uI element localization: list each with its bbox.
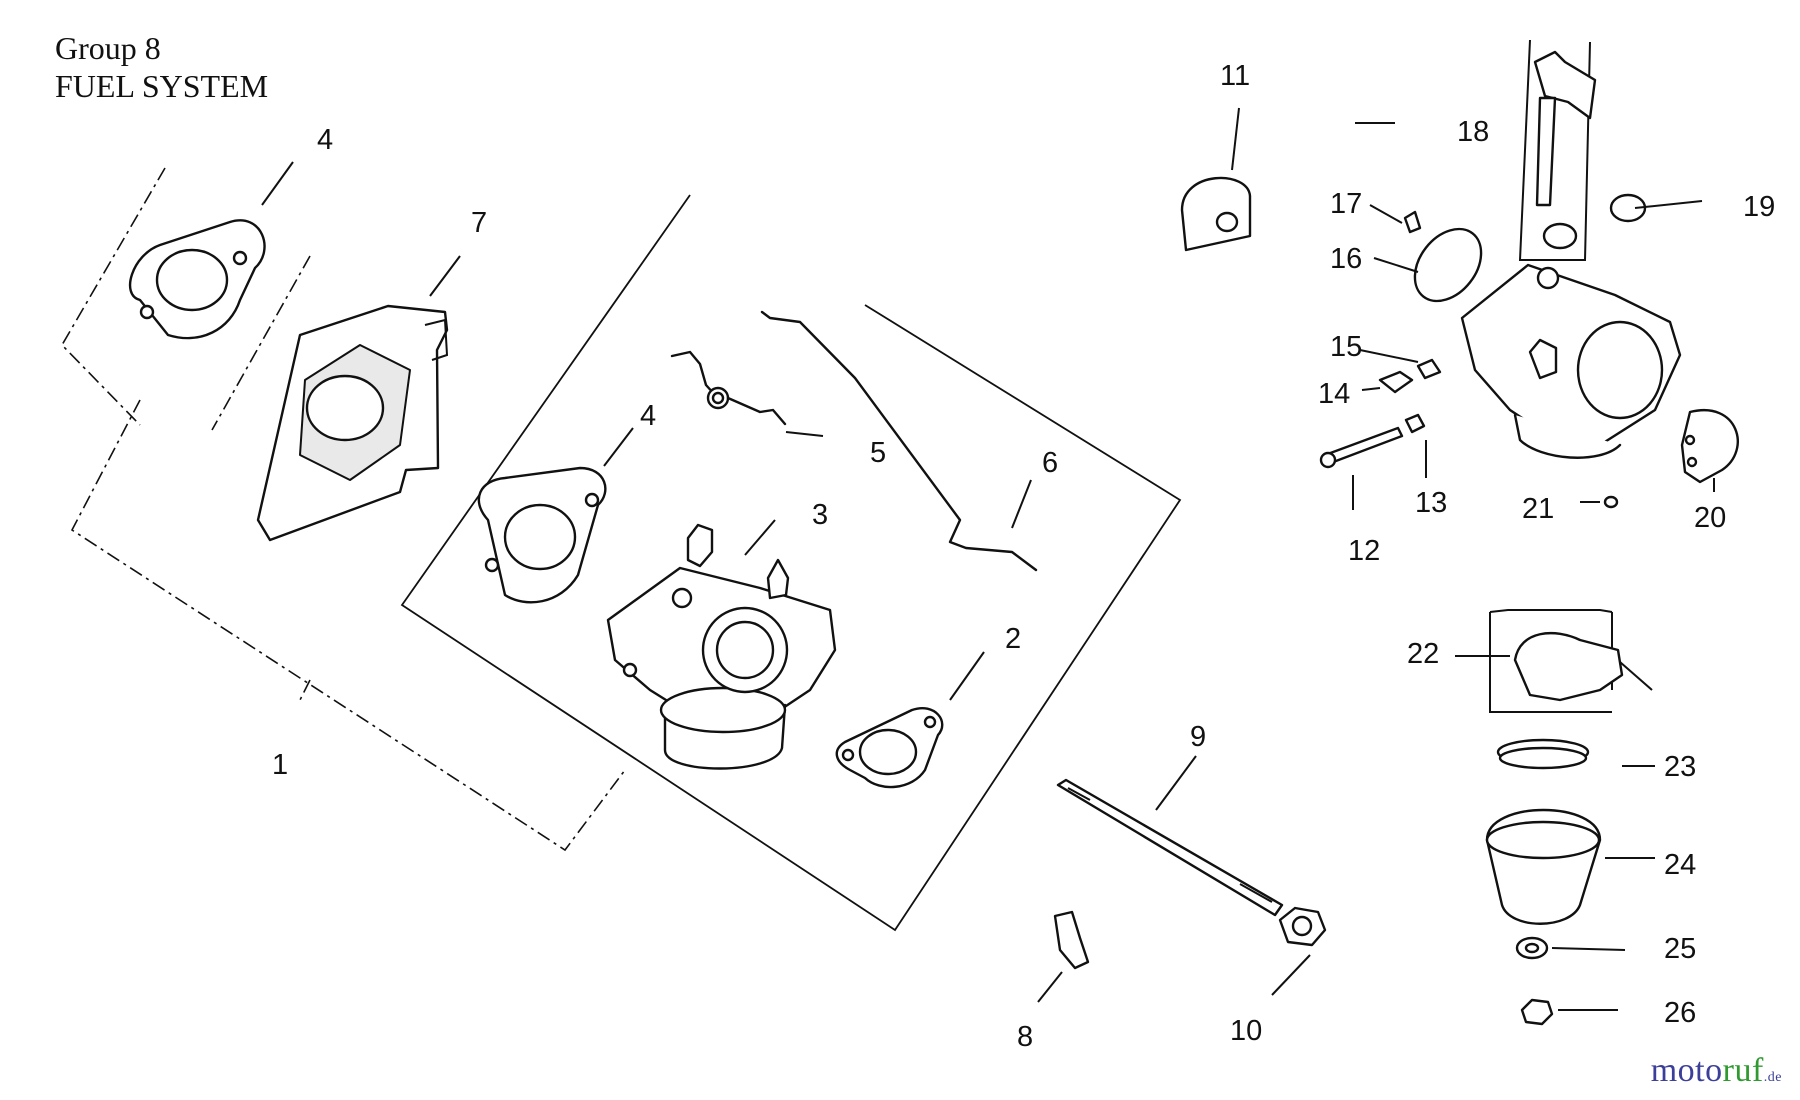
diagram-group-label: Group 8 <box>55 30 161 66</box>
part-14-screw <box>1378 370 1414 394</box>
part-20-plate <box>1680 409 1739 484</box>
part-5-spring <box>670 350 787 426</box>
part-10-nut <box>1278 906 1327 947</box>
part-4-gasket-upper <box>129 219 266 340</box>
part-24-float-bowl <box>1485 808 1602 925</box>
watermark-part-3: .de <box>1763 1070 1782 1085</box>
callout-23: 23 <box>1664 751 1696 783</box>
part-22-float <box>1489 609 1653 713</box>
part-3-carburetor <box>606 523 837 770</box>
callout-19: 19 <box>1743 191 1775 223</box>
callout-5: 5 <box>870 437 886 469</box>
part-18-choke-shaft <box>1518 39 1597 261</box>
part-26-bowl-nut <box>1520 998 1554 1026</box>
watermark-part-2: ruf <box>1722 1052 1764 1089</box>
part-17-screw <box>1403 210 1422 234</box>
callout-3: 3 <box>812 499 828 531</box>
callout-13: 13 <box>1415 487 1447 519</box>
part-11-plug <box>1180 176 1252 252</box>
part-19-cap <box>1609 193 1647 223</box>
part-9-stud <box>1056 778 1284 917</box>
watermark-part-1: moto <box>1650 1052 1723 1089</box>
callout-25: 25 <box>1664 933 1696 965</box>
callout-2: 2 <box>1005 623 1021 655</box>
part-7-spacer-plate <box>256 304 449 542</box>
part-13-spring <box>1404 413 1426 434</box>
callout-10: 10 <box>1230 1015 1262 1047</box>
callout-22: 22 <box>1407 638 1439 670</box>
part-6-governor-link <box>760 310 1038 572</box>
part-16-choke-plate <box>1413 227 1483 303</box>
callout-11: 11 <box>1220 60 1250 92</box>
part-21-washer <box>1603 495 1619 509</box>
callout-24: 24 <box>1664 849 1696 881</box>
callout-8: 8 <box>1017 1021 1033 1053</box>
callout-18: 18 <box>1457 116 1489 148</box>
diagram-title: FUEL SYSTEM <box>55 68 269 104</box>
callout-4-upper: 4 <box>317 124 333 156</box>
callout-15: 15 <box>1330 331 1362 363</box>
callout-4-center: 4 <box>640 400 656 432</box>
callout-14: 14 <box>1318 378 1350 410</box>
leader-lines <box>261 107 1715 1011</box>
callout-17: 17 <box>1330 188 1362 220</box>
part-4-gasket-center <box>477 466 607 604</box>
part-23-o-ring <box>1496 738 1590 770</box>
callout-21: 21 <box>1522 493 1554 525</box>
part-25-gasket-washer <box>1515 936 1549 960</box>
part-12-idle-screw <box>1319 426 1404 469</box>
callout-6: 6 <box>1042 447 1058 479</box>
assembly-outline-1 <box>61 167 626 852</box>
assembly-outline-2 <box>400 194 1182 932</box>
callout-9: 9 <box>1190 721 1206 753</box>
part-15-spring <box>1416 358 1442 380</box>
callout-12: 12 <box>1348 535 1380 567</box>
callout-7: 7 <box>471 207 487 239</box>
callout-26: 26 <box>1664 997 1696 1029</box>
carburetor-body-right <box>1460 263 1682 459</box>
watermark-logo: motoruf.de <box>1651 1052 1782 1090</box>
part-8-clip <box>1053 910 1090 970</box>
callout-16: 16 <box>1330 243 1362 275</box>
part-2-gasket-lower <box>835 707 944 789</box>
callout-1: 1 <box>272 749 288 781</box>
callout-20: 20 <box>1694 502 1726 534</box>
